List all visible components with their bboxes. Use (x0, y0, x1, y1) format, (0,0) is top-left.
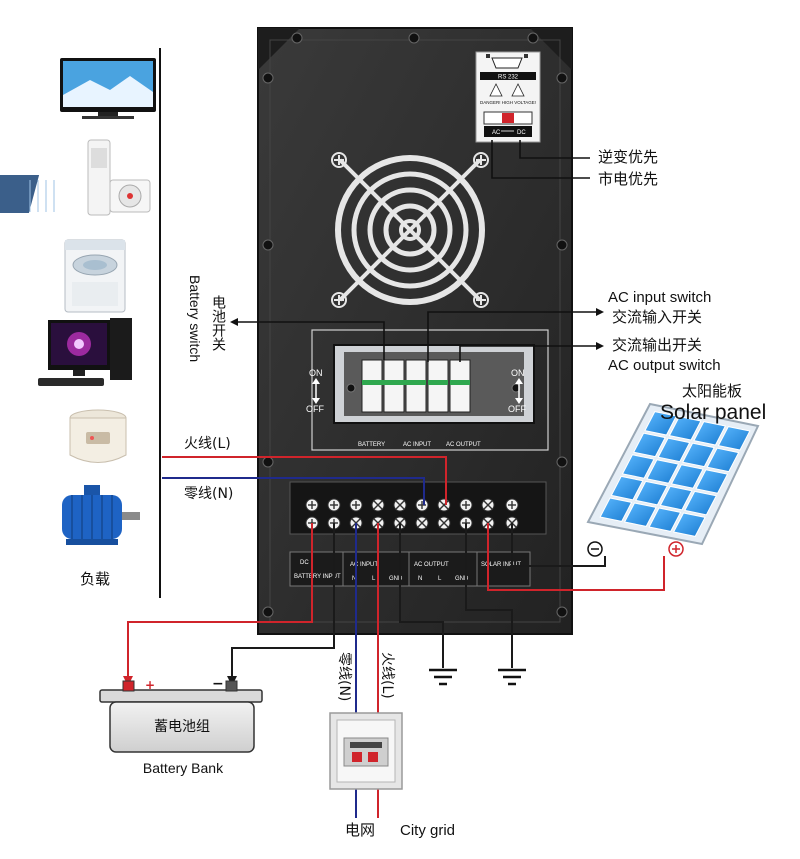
input-ground-wire (399, 523, 444, 668)
air-conditioner-icon (0, 139, 151, 216)
solar-cell (632, 432, 666, 458)
battery-bank-cn-label: 蓄电池组 (154, 719, 210, 735)
solar-cell (706, 447, 740, 473)
solar-panel-cn-label: 太阳能板 (682, 382, 742, 400)
solar-negative-terminal-icon (587, 541, 603, 557)
fan-grill-icon (331, 152, 489, 308)
load-devices (0, 58, 156, 545)
battery-switch-en-label: Battery switch (187, 275, 203, 362)
neutral-wire-bottom-label: 零线(N) (336, 652, 352, 701)
solar-cell (717, 426, 751, 451)
solar-cell (693, 421, 727, 446)
terminal-ac-input-label: AC INPUT (350, 562, 378, 568)
solar-cell (681, 442, 715, 468)
solar-cell (695, 469, 729, 494)
rs232-label: RS 232 (498, 75, 519, 81)
terminal-dc-label: DC (300, 560, 309, 566)
solar-cell (684, 490, 718, 516)
terminal-sub-l2: L (438, 576, 442, 582)
solar-cell (672, 512, 706, 537)
solar-panel (586, 402, 760, 546)
callout-lines (236, 140, 598, 362)
terminal-sub-gnd2: GND (455, 576, 469, 582)
battery-plus-sign: + (145, 678, 155, 692)
load-label: 负载 (80, 570, 110, 588)
terminal-solar-input-label: SOLAR INPUT (481, 562, 521, 568)
solar-cell (610, 475, 644, 501)
on-label-right: ON (511, 368, 525, 378)
terminal-ac-output-label: AC OUTPUT (414, 562, 449, 568)
solar-cell (621, 454, 655, 479)
solar-cell (670, 464, 704, 489)
solar-cell (646, 459, 680, 484)
distribution-box (329, 712, 403, 790)
terminal-sub-l1: L (372, 576, 376, 582)
terminal-sub-n2: N (418, 576, 422, 582)
solar-negative-wire (511, 523, 606, 567)
ac-output-switch-en-label: AC output switch (608, 357, 721, 374)
arrow-ac-output (596, 342, 604, 350)
battery-switch-cn-text: 电池开关 (210, 295, 226, 351)
battery-bank-en-label: Battery Bank (143, 760, 224, 776)
grid-priority-label: 市电优先 (598, 170, 658, 188)
off-label-right: OFF (508, 404, 526, 414)
city-grid-cn-label: 电网 (345, 821, 375, 839)
load-live-wire (162, 456, 447, 505)
load-neutral-wire (162, 477, 425, 505)
ac-input-switch-cn-label: 交流输入开关 (612, 308, 702, 326)
solar-cell (644, 411, 678, 436)
solar-cell (648, 507, 682, 532)
city-grid-en-label: City grid (400, 822, 455, 839)
off-label-left: OFF (306, 404, 324, 414)
battery-positive-wire (127, 523, 313, 684)
live-wire-top-label: 火线(L) (184, 436, 231, 452)
ac-output-switch-cn-label: 交流输出开关 (612, 336, 702, 354)
terminal-battery-input-label: BATTERY INPUT (294, 574, 341, 580)
battery-minus-sign: − (212, 676, 224, 692)
on-label-left: ON (309, 368, 323, 378)
terminal-sub-gnd1: GND (389, 576, 403, 582)
solar-cell (623, 502, 657, 527)
breaker-caption-battery: BATTERY (358, 442, 385, 448)
solar-panel-en-label: Solar panel (660, 401, 766, 424)
solar-positive-wire (487, 523, 665, 591)
output-ground-wire (465, 523, 513, 668)
solar-cell (657, 437, 691, 463)
breaker-switch-panel: ON OFF ON OFF BATTERY AC INPUT AC OUTPUT (306, 329, 549, 451)
battery-bank: + − 蓄电池组 (99, 676, 263, 753)
electric-motor-icon (62, 485, 140, 545)
solar-cell (599, 497, 633, 522)
tv-icon (60, 58, 156, 119)
ac-input-switch-en-label: AC input switch (608, 289, 711, 306)
solar-positive-terminal-icon (668, 541, 684, 557)
arrow-ac-input (596, 308, 604, 316)
rice-cooker-icon (69, 409, 127, 463)
solar-cell (635, 480, 669, 506)
arrow-battery-switch (230, 318, 238, 326)
desktop-computer-icon (38, 318, 132, 386)
danger-label: DANGER! HIGH VOLTAGE! (480, 100, 536, 105)
washing-machine-icon (64, 239, 126, 313)
battery-negative-wire (231, 523, 335, 684)
solar-cell (668, 416, 702, 441)
rs232-panel: RS 232 DANGER! HIGH VOLTAGE! AC DC (475, 51, 541, 143)
battery-switch-cn-label: 电池开关 (210, 295, 226, 351)
live-wire-bottom-label: 火线(L) (379, 652, 395, 699)
ground-symbol-1 (429, 668, 457, 686)
dc-label: DC (517, 130, 526, 136)
neutral-wire-top-label: 零线(N) (184, 486, 233, 502)
solar-cell (659, 485, 693, 511)
inverter-priority-label: 逆变优先 (598, 148, 658, 166)
terminal-block: DC BATTERY INPUT AC INPUT AC OUTPUT SOLA… (289, 481, 547, 587)
ac-label: AC (492, 130, 501, 136)
breaker-caption-ac-input: AC INPUT (403, 442, 431, 448)
terminal-sub-n1: N (352, 576, 356, 582)
ground-symbol-2 (498, 668, 526, 686)
breaker-caption-ac-output: AC OUTPUT (446, 442, 481, 448)
